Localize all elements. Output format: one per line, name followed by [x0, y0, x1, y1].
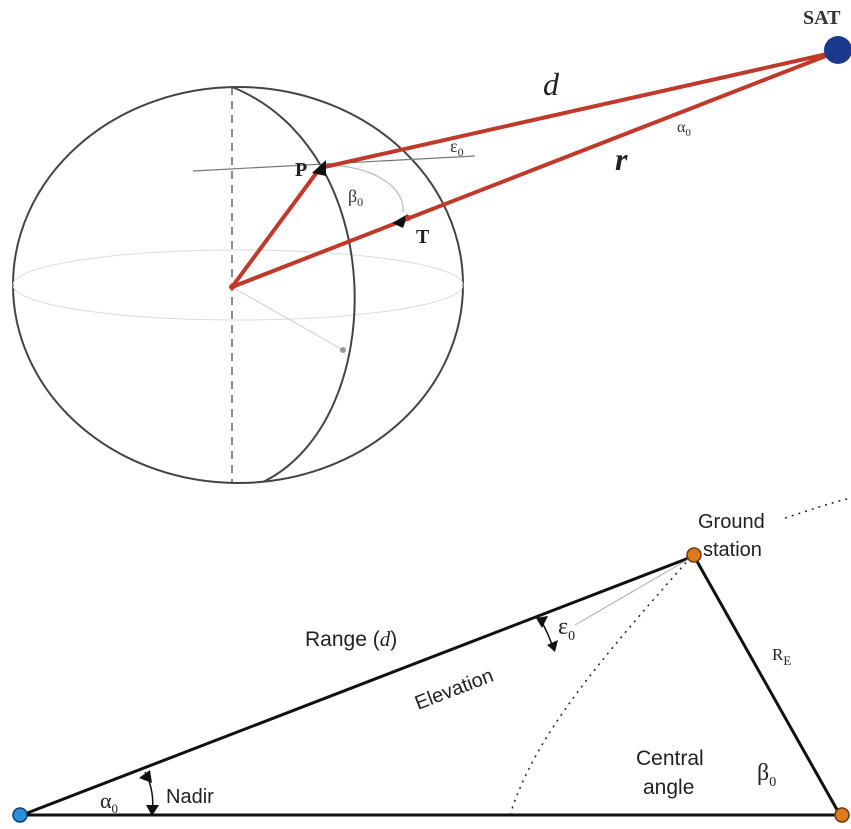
- equator-line: [12, 249, 464, 321]
- guide-line-1: [231, 286, 344, 351]
- nadir-arrow-down: [146, 805, 159, 816]
- earth-radius-label: RE: [772, 645, 791, 668]
- central-angle-symbol: β0: [757, 760, 776, 790]
- earth-center-node: [834, 807, 850, 823]
- nadir-arrow-up: [139, 770, 152, 783]
- earth-radius-line: [230, 166, 322, 289]
- horizon-tangent: [574, 555, 695, 626]
- ground-station-label-line1: Ground: [698, 511, 765, 533]
- ground-station-node: [686, 547, 702, 563]
- elevation-symbol-label: ε0: [558, 614, 575, 644]
- earth-surface-curve-upper: [784, 497, 851, 519]
- elevation-text-label: Elevation: [412, 665, 497, 715]
- radius-line: [231, 50, 837, 289]
- range-label: Range (d): [305, 627, 397, 651]
- top-figure: SAT d α0 r ε0 P T β0: [12, 7, 851, 484]
- meridian-arc: [231, 86, 356, 483]
- bottom-figure: Ground station Range (d) Elevation ε0 RE…: [12, 497, 851, 823]
- satellite-icon: [824, 36, 851, 64]
- central-angle-label: β0: [348, 186, 363, 209]
- satellite-node: [12, 807, 28, 823]
- earth-radius-side: [692, 555, 842, 816]
- center-point: [229, 284, 235, 290]
- arrow-p: [312, 160, 326, 176]
- elevation-arrow-up: [536, 616, 548, 628]
- radius-r-label: r: [615, 141, 628, 177]
- central-angle-line2: angle: [643, 776, 694, 799]
- point-p-label: P: [295, 159, 307, 181]
- sat-label: SAT: [803, 7, 841, 29]
- range-side: [21, 554, 695, 817]
- point-t-label: T: [416, 226, 430, 248]
- point-t: [405, 215, 411, 221]
- nadir-text-label: Nadir: [166, 786, 214, 808]
- elevation-arrow-down: [547, 640, 558, 652]
- ground-station-label-line2: station: [703, 539, 762, 561]
- elevation-label: ε0: [450, 136, 464, 159]
- meridian-point: [340, 347, 346, 353]
- range-line: [319, 50, 837, 170]
- range-d-label: d: [543, 66, 560, 102]
- central-angle-arc: [329, 164, 404, 213]
- central-angle-line1: Central: [636, 747, 704, 770]
- arrow-t: [392, 214, 408, 228]
- nadir-angle-label: α0: [677, 119, 691, 139]
- nadir-symbol-label: α0: [100, 788, 118, 816]
